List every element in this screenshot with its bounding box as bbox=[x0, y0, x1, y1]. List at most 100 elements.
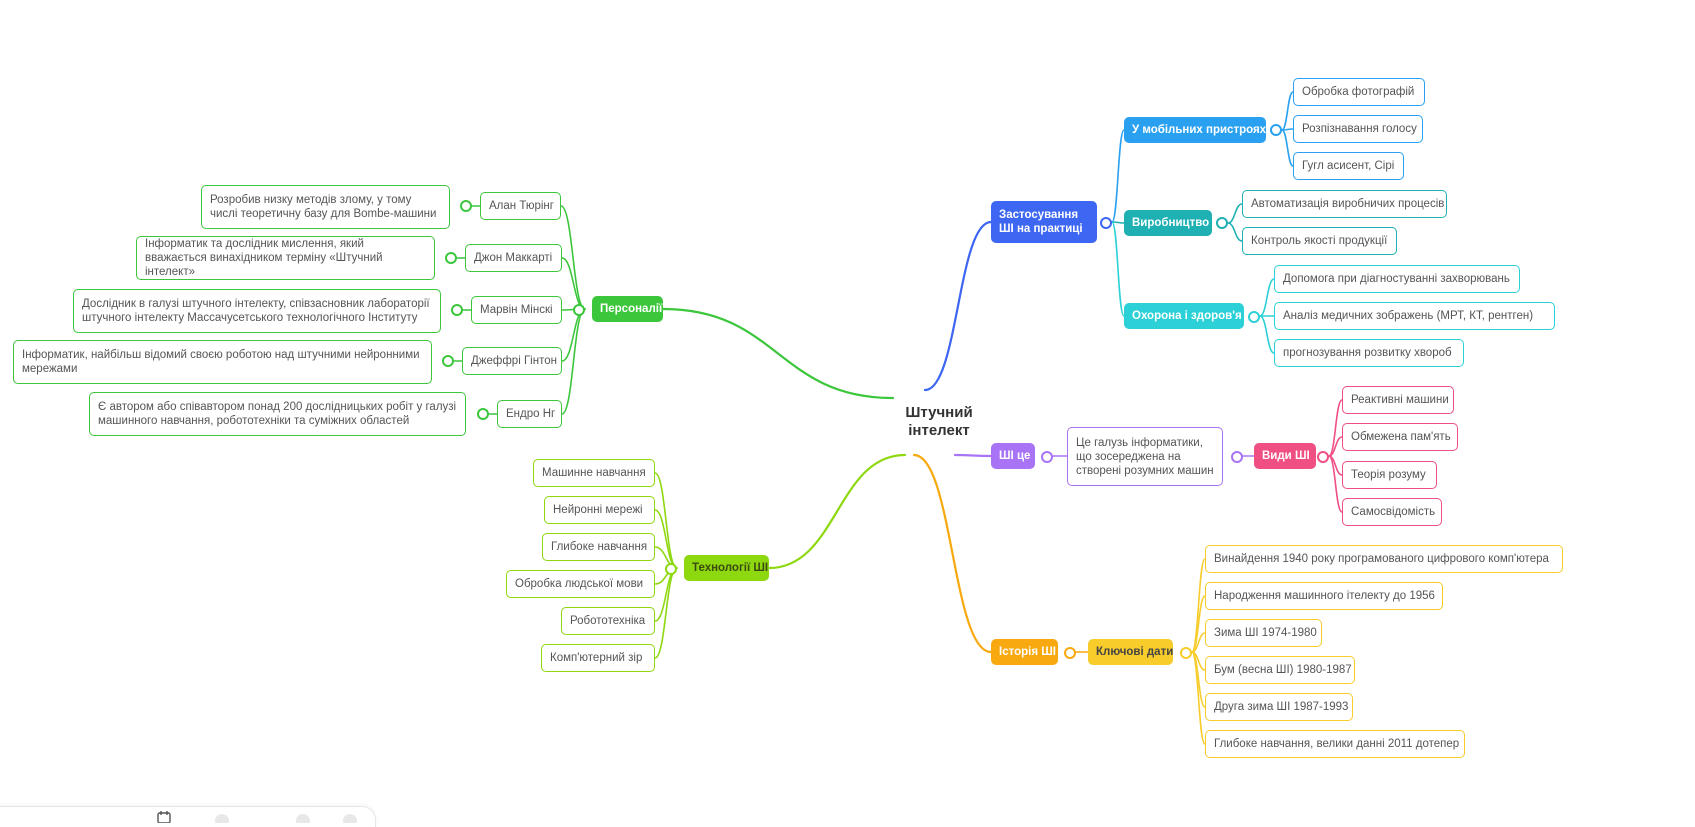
production-item-label: Контроль якості продукції bbox=[1251, 235, 1388, 247]
key-date-deep-learning[interactable]: Глибоке навчання, велики данні 2011 доте… bbox=[1205, 730, 1465, 758]
topic-health-label: Охорона і здоров'я bbox=[1132, 310, 1242, 322]
tech-item-label: Машинне навчання bbox=[542, 467, 646, 479]
mobile-item-assistant[interactable]: Гугл асисент, Сірі bbox=[1293, 152, 1404, 180]
circle-icon[interactable] bbox=[214, 811, 230, 823]
person-minsky[interactable]: Марвін Мінскі bbox=[471, 296, 562, 324]
key-date-1956[interactable]: Народження машинного ітелекту до 1956 bbox=[1205, 582, 1443, 610]
person-ng-desc[interactable]: Є автором або співавтором понад 200 досл… bbox=[89, 392, 466, 436]
key-date-winter-2[interactable]: Друга зима ШІ 1987-1993 bbox=[1205, 693, 1353, 721]
collapse-toggle-ai-is[interactable] bbox=[1041, 451, 1053, 463]
person-name: Джон Маккарті bbox=[474, 252, 553, 264]
person-desc: Розробив низку методів злому, у тому чис… bbox=[210, 194, 437, 220]
tech-item-label: Комп'ютерний зір bbox=[550, 652, 643, 664]
topic-health[interactable]: Охорона і здоров'я bbox=[1124, 303, 1244, 329]
person-hinton[interactable]: Джеффрі Гінтон bbox=[462, 347, 562, 375]
link-person bbox=[561, 308, 586, 415]
person-minsky-desc[interactable]: Дослідник в галузі штучного інтелекту, с… bbox=[73, 289, 441, 333]
bottom-toolbar bbox=[0, 806, 376, 827]
person-name: Марвін Мінскі bbox=[480, 304, 553, 316]
collapse-toggle-history[interactable] bbox=[1064, 647, 1076, 659]
topic-applied[interactable]: Застосування ШІ на практиці bbox=[991, 201, 1097, 243]
collapse-toggle-mccarthy[interactable] bbox=[445, 252, 457, 264]
key-date-1940[interactable]: Винайдення 1940 року програмованого цифр… bbox=[1205, 545, 1563, 573]
topic-key-dates[interactable]: Ключові дати bbox=[1088, 639, 1173, 665]
collapse-toggle-personalities[interactable] bbox=[573, 304, 585, 316]
topic-personalities[interactable]: Персоналії bbox=[592, 296, 663, 322]
production-item-quality[interactable]: Контроль якості продукції bbox=[1242, 227, 1397, 255]
calendar-icon[interactable] bbox=[156, 811, 172, 823]
key-date-label: Зима ШІ 1974-1980 bbox=[1214, 627, 1317, 639]
collapse-toggle-technologies[interactable] bbox=[665, 563, 677, 575]
ai-type-theory-of-mind[interactable]: Теорія розуму bbox=[1342, 461, 1437, 489]
topic-history[interactable]: Історія ШІ bbox=[991, 639, 1058, 665]
link-applied-sub bbox=[1111, 129, 1125, 223]
topic-applied-label: Застосування ШІ на практиці bbox=[999, 209, 1083, 235]
tech-item-label: Глибоке навчання bbox=[551, 541, 648, 553]
collapse-toggle-health[interactable] bbox=[1248, 311, 1260, 323]
tech-item-nn[interactable]: Нейронні мережі bbox=[544, 496, 655, 524]
link-health-item bbox=[1259, 278, 1275, 317]
link-ai-type-item bbox=[1328, 399, 1343, 457]
link-health-item bbox=[1259, 315, 1275, 354]
link-applied-sub bbox=[1111, 221, 1125, 224]
health-item-diagnostics[interactable]: Допомога при діагностуванні захворювань bbox=[1274, 265, 1520, 293]
tech-item-robotics[interactable]: Робототехніка bbox=[561, 607, 655, 635]
topic-ai-types[interactable]: Види ШІ bbox=[1254, 443, 1316, 469]
link-ai-type-item bbox=[1328, 436, 1343, 457]
person-ng[interactable]: Ендро Нг bbox=[497, 400, 562, 428]
link-production-item bbox=[1227, 203, 1243, 224]
collapse-toggle-mobile[interactable] bbox=[1270, 124, 1282, 136]
circle-icon[interactable] bbox=[295, 811, 311, 823]
key-date-boom[interactable]: Бум (весна ШІ) 1980-1987 bbox=[1205, 656, 1355, 684]
collapse-toggle-turing[interactable] bbox=[460, 200, 472, 212]
collapse-toggle-key-dates[interactable] bbox=[1180, 647, 1192, 659]
ai-type-self-awareness[interactable]: Самосвідомість bbox=[1342, 498, 1442, 526]
collapse-toggle-production[interactable] bbox=[1216, 217, 1228, 229]
person-mccarthy[interactable]: Джон Маккарті bbox=[465, 244, 562, 272]
link-applied-sub bbox=[1111, 221, 1125, 317]
tech-item-ml[interactable]: Машинне навчання bbox=[533, 459, 655, 487]
person-name: Алан Тюрінг bbox=[489, 200, 554, 212]
person-turing[interactable]: Алан Тюрінг bbox=[480, 192, 561, 220]
key-date-winter-1[interactable]: Зима ШІ 1974-1980 bbox=[1205, 619, 1322, 647]
circle-icon[interactable] bbox=[342, 811, 358, 823]
person-turing-desc[interactable]: Розробив низку методів злому, у тому чис… bbox=[201, 185, 450, 229]
tech-item-nlp[interactable]: Обробка людської мови bbox=[506, 570, 655, 598]
person-hinton-desc[interactable]: Інформатик, найбільш відомий своєю робот… bbox=[13, 340, 432, 384]
collapse-toggle-applied[interactable] bbox=[1100, 217, 1112, 229]
link-root-technologies bbox=[767, 453, 907, 570]
health-item-label: Допомога при діагностуванні захворювань bbox=[1283, 273, 1510, 285]
health-item-prognosis[interactable]: прогнозування розвитку хвороб bbox=[1274, 339, 1464, 367]
mobile-item-photo[interactable]: Обробка фотографій bbox=[1293, 78, 1425, 106]
topic-technologies-label: Технології ШІ bbox=[692, 562, 769, 574]
mobile-item-voice[interactable]: Розпізнавання голосу bbox=[1293, 115, 1423, 143]
health-item-label: прогнозування розвитку хвороб bbox=[1283, 347, 1452, 359]
tech-item-cv[interactable]: Комп'ютерний зір bbox=[541, 644, 655, 672]
collapse-toggle-hinton[interactable] bbox=[442, 355, 454, 367]
collapse-toggle-ai-definition[interactable] bbox=[1231, 451, 1243, 463]
link-key-date-item bbox=[1191, 632, 1206, 653]
ai-definition-text: Це галузь інформатики, що зосереджена на… bbox=[1076, 436, 1214, 477]
ai-definition[interactable]: Це галузь інформатики, що зосереджена на… bbox=[1067, 427, 1223, 486]
ai-type-reactive[interactable]: Реактивні машини bbox=[1342, 386, 1454, 414]
topic-production[interactable]: Виробництво bbox=[1124, 210, 1212, 236]
link-mobile-item bbox=[1281, 91, 1294, 131]
collapse-toggle-ng[interactable] bbox=[477, 408, 489, 420]
root-topic[interactable]: Штучний інтелект bbox=[884, 400, 994, 444]
collapse-toggle-minsky[interactable] bbox=[451, 304, 463, 316]
link-tech-item bbox=[654, 472, 678, 569]
person-mccarthy-desc[interactable]: Інформатик та дослідник мислення, який в… bbox=[136, 236, 435, 280]
topic-ai-is[interactable]: ШІ це bbox=[991, 443, 1035, 469]
topic-mobile[interactable]: У мобільних пристроях bbox=[1124, 117, 1266, 143]
health-item-label: Аналіз медичних зображень (МРТ, КТ, рент… bbox=[1283, 310, 1534, 322]
collapse-toggle-ai-types[interactable] bbox=[1317, 451, 1329, 463]
topic-ai-is-label: ШІ це bbox=[999, 450, 1031, 462]
health-item-imaging[interactable]: Аналіз медичних зображень (МРТ, КТ, рент… bbox=[1274, 302, 1555, 330]
topic-technologies[interactable]: Технології ШІ bbox=[684, 555, 769, 581]
mobile-item-label: Розпізнавання голосу bbox=[1302, 123, 1417, 135]
ai-type-limited-memory[interactable]: Обмежена пам'ять bbox=[1342, 423, 1458, 451]
production-item-automation[interactable]: Автоматизація виробничих процесів bbox=[1242, 190, 1447, 218]
tech-item-dl[interactable]: Глибоке навчання bbox=[542, 533, 655, 561]
